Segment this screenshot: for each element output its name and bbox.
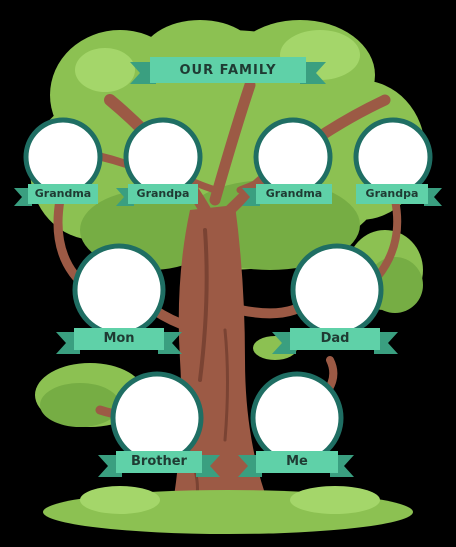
- diagram-title: OUR FAMILY: [179, 63, 277, 78]
- photo-frame-grandma-right: [253, 117, 333, 197]
- photo-frame-grandpa-left: [123, 117, 203, 197]
- photo-frame-grandpa-right: [353, 117, 433, 197]
- photo-frame-father: [290, 243, 384, 337]
- photo-frame-brother: [110, 371, 204, 465]
- label-brother: Brother: [131, 454, 187, 469]
- label-father: Dad: [320, 331, 350, 346]
- photo-frames: [23, 117, 433, 465]
- label-me: Me: [286, 454, 308, 469]
- label-grandma-left: Grandma: [34, 187, 92, 200]
- label-grandma-right: Grandma: [265, 187, 323, 200]
- title-ribbon: [130, 57, 326, 84]
- photo-frame-me: [250, 371, 344, 465]
- photo-frame-mother: [72, 243, 166, 337]
- label-mother: Mon: [103, 331, 135, 346]
- name-ribbons: [14, 184, 442, 477]
- label-grandpa-right: Grandpa: [365, 187, 419, 200]
- ground-grass: [43, 486, 413, 534]
- photo-frame-grandma-left: [23, 117, 103, 197]
- label-grandpa-left: Grandpa: [136, 187, 190, 200]
